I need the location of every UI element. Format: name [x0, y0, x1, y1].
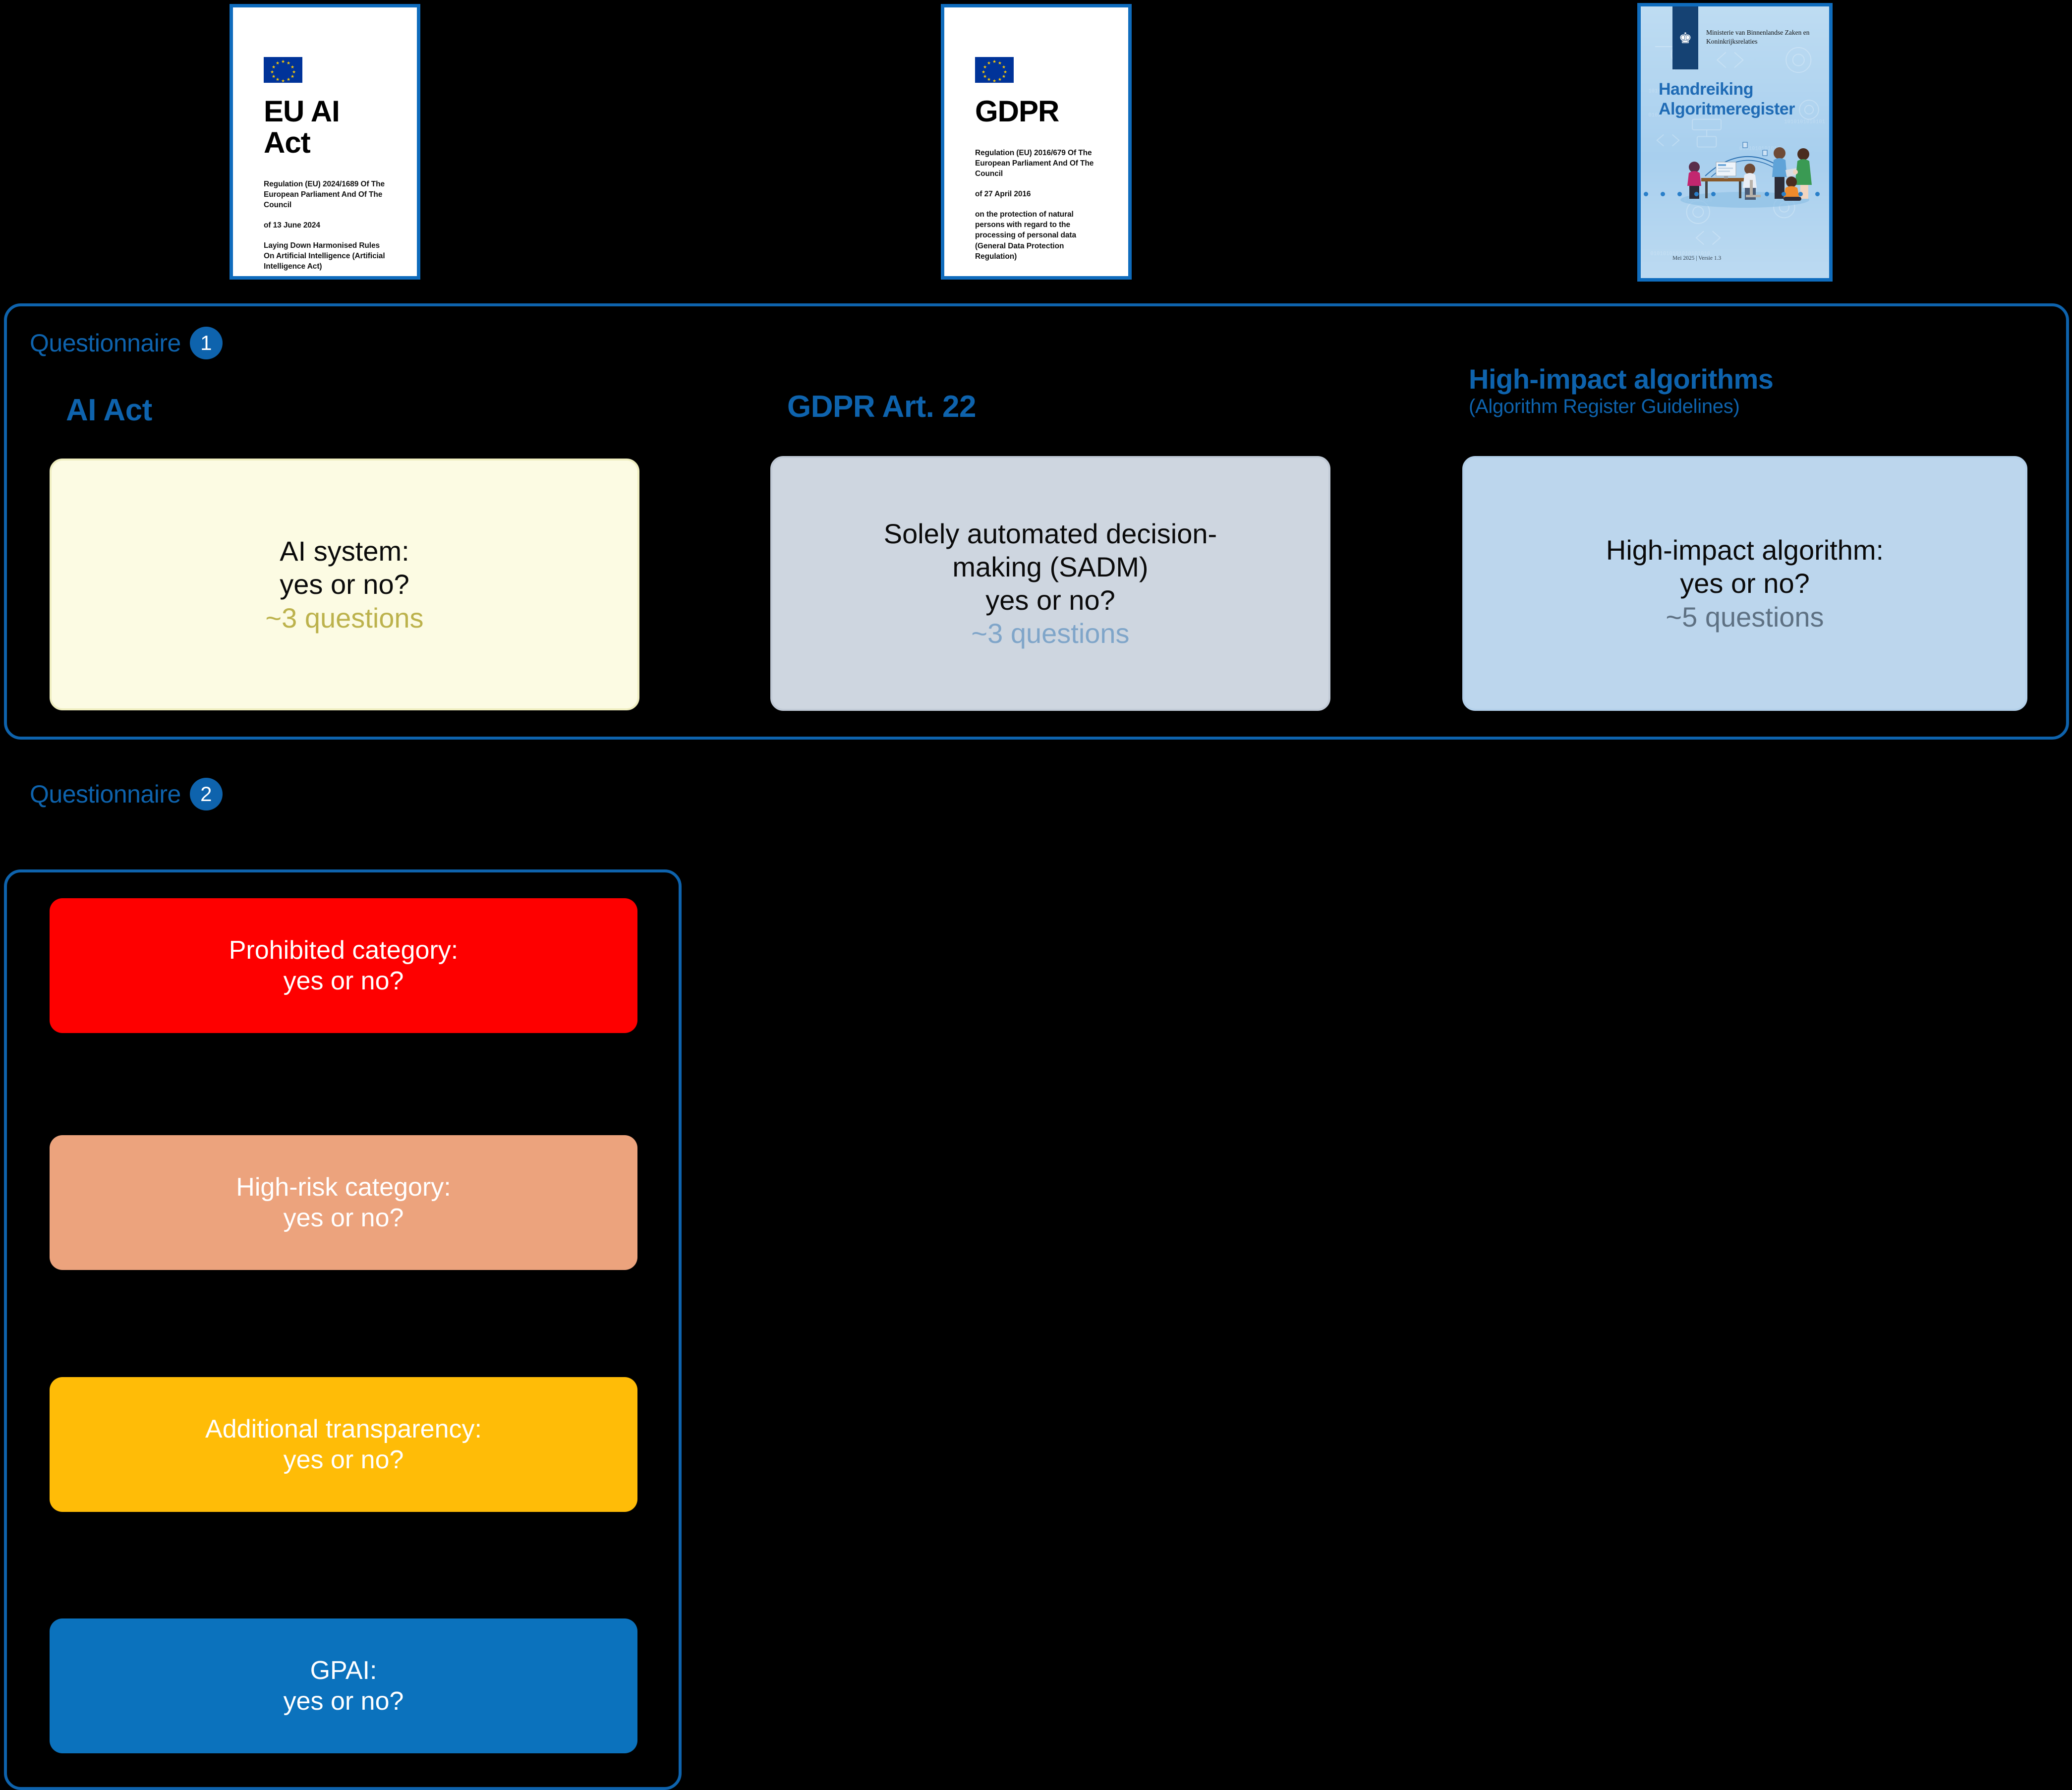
card-prohibited-category[interactable]: Prohibited category: yes or no?: [50, 898, 637, 1033]
card-sadm-note: ~3 questions: [971, 618, 1130, 649]
card-high-impact-algorithm[interactable]: High-impact algorithm: yes or no? ~5 que…: [1462, 456, 2027, 711]
questionnaire-1-badge: 1: [189, 327, 223, 359]
document-subject-line: Laying Down Harmonised Rules On Artifici…: [264, 241, 385, 271]
card-high-risk-line1: High-risk category:: [236, 1172, 451, 1202]
card-transparency-line2: yes or no?: [283, 1445, 404, 1474]
ministry-name: Ministerie van Binnenlandse Zaken en Kon…: [1706, 29, 1810, 45]
card-sadm[interactable]: Solely automated decision- making (SADM)…: [770, 456, 1330, 711]
column-heading-high-impact-algorithms: High-impact algorithms (Algorithm Regist…: [1469, 363, 1774, 417]
document-cover-content: ★ ★ ★ ★ ★ ★ ★ ★ ★ ★ ★ ★ GDPR Regulation …: [944, 7, 1128, 276]
card-ai-system-line1: AI system:: [280, 535, 409, 567]
questionnaire-2-label: Questionnaire 2: [25, 776, 230, 812]
card-prohibited-line1: Prohibited category:: [229, 935, 459, 965]
card-high-impact-line1: High-impact algorithm:: [1606, 534, 1884, 566]
document-title: GDPR: [975, 95, 1059, 128]
document-date-line: of 27 April 2016: [975, 190, 1031, 199]
document-date-line: of 13 June 2024: [264, 221, 320, 230]
ministry-ribbon: [1672, 6, 1698, 69]
guideline-title-line1: Handreiking: [1659, 80, 1753, 99]
eu-flag-icon: ★ ★ ★ ★ ★ ★ ★ ★ ★ ★ ★ ★: [975, 57, 1014, 83]
svg-text:1010: 1010: [1648, 89, 1661, 95]
questionnaire-1-label-text: Questionnaire: [30, 329, 181, 357]
column-heading-gdpr-art22-text: GDPR Art. 22: [787, 390, 977, 424]
card-transparency-line1: Additional transparency:: [205, 1414, 482, 1444]
card-sadm-line1: Solely automated decision-: [883, 518, 1217, 549]
document-subject-line: on the protection of natural persons wit…: [975, 210, 1077, 261]
document-title: EU AI Act: [264, 95, 340, 159]
card-sadm-line3: yes or no?: [985, 584, 1115, 616]
card-sadm-line2: making (SADM): [952, 551, 1149, 582]
guideline-title: Handreiking Algoritmeregister: [1659, 80, 1822, 119]
card-high-risk-line2: yes or no?: [283, 1204, 404, 1232]
dotted-line-decoration: [1641, 192, 1829, 197]
svg-text:1010101010101: 1010101010101: [1784, 119, 1825, 125]
column-heading-high-impact-text: High-impact algorithms: [1469, 363, 1774, 395]
column-heading-ai-act: AI Act: [66, 394, 152, 426]
guideline-title-line2: Algoritmeregister: [1659, 99, 1795, 118]
column-heading-gdpr-art22: GDPR Art. 22: [787, 390, 977, 424]
card-prohibited-line2: yes or no?: [283, 967, 404, 995]
document-thumbnail-eu-ai-act: ★ ★ ★ ★ ★ ★ ★ ★ ★ ★ ★ ★ EU AI Act Regula…: [230, 4, 420, 280]
svg-text:0101010101010101010: 0101010101010101010: [1650, 251, 1710, 257]
column-subheading-algorithm-register-guidelines: (Algorithm Register Guidelines): [1469, 395, 1740, 417]
card-high-risk-category[interactable]: High-risk category: yes or no?: [50, 1135, 637, 1270]
questionnaire-1-label: Questionnaire 1: [25, 325, 230, 361]
svg-text:0101010101010: 0101010101010: [1739, 146, 1781, 152]
people-working-illustration: [1680, 142, 1812, 208]
svg-text:0101: 0101: [1648, 113, 1661, 118]
card-high-impact-line2: yes or no?: [1680, 568, 1810, 599]
document-cover-content: ★ ★ ★ ★ ★ ★ ★ ★ ★ ★ ★ ★ EU AI Act Regula…: [233, 7, 417, 276]
column-heading-ai-act-text: AI Act: [66, 393, 152, 427]
card-high-impact-note: ~5 questions: [1666, 601, 1824, 633]
dutch-crest-icon: ♚: [1678, 30, 1692, 47]
card-ai-system-note: ~3 questions: [265, 602, 424, 634]
questionnaire-1-container: [4, 303, 2069, 740]
card-gpai[interactable]: GPAI: yes or no?: [50, 1618, 637, 1753]
card-additional-transparency[interactable]: Additional transparency: yes or no?: [50, 1377, 637, 1512]
document-thumbnail-algoritmeregister: 1010 0101 0101010101010 1010101010101 01…: [1637, 3, 1833, 282]
questionnaire-2-badge: 2: [189, 778, 223, 810]
document-thumbnail-gdpr: ★ ★ ★ ★ ★ ★ ★ ★ ★ ★ ★ ★ GDPR Regulation …: [941, 4, 1132, 280]
eu-flag-icon: ★ ★ ★ ★ ★ ★ ★ ★ ★ ★ ★ ★: [264, 57, 302, 83]
card-ai-system-line2: yes or no?: [280, 569, 409, 600]
document-regulation-line: Regulation (EU) 2024/1689 Of The Europea…: [264, 180, 385, 210]
questionnaire-2-container: [4, 869, 682, 1790]
document-regulation-line: Regulation (EU) 2016/679 Of The European…: [975, 149, 1094, 178]
questionnaire-2-label-text: Questionnaire: [30, 780, 181, 808]
card-gpai-line1: GPAI:: [310, 1656, 377, 1685]
guideline-version: Mei 2025 | Versie 1.3: [1672, 255, 1722, 261]
card-ai-system[interactable]: AI system: yes or no? ~3 questions: [50, 459, 639, 710]
card-gpai-line2: yes or no?: [283, 1687, 404, 1716]
